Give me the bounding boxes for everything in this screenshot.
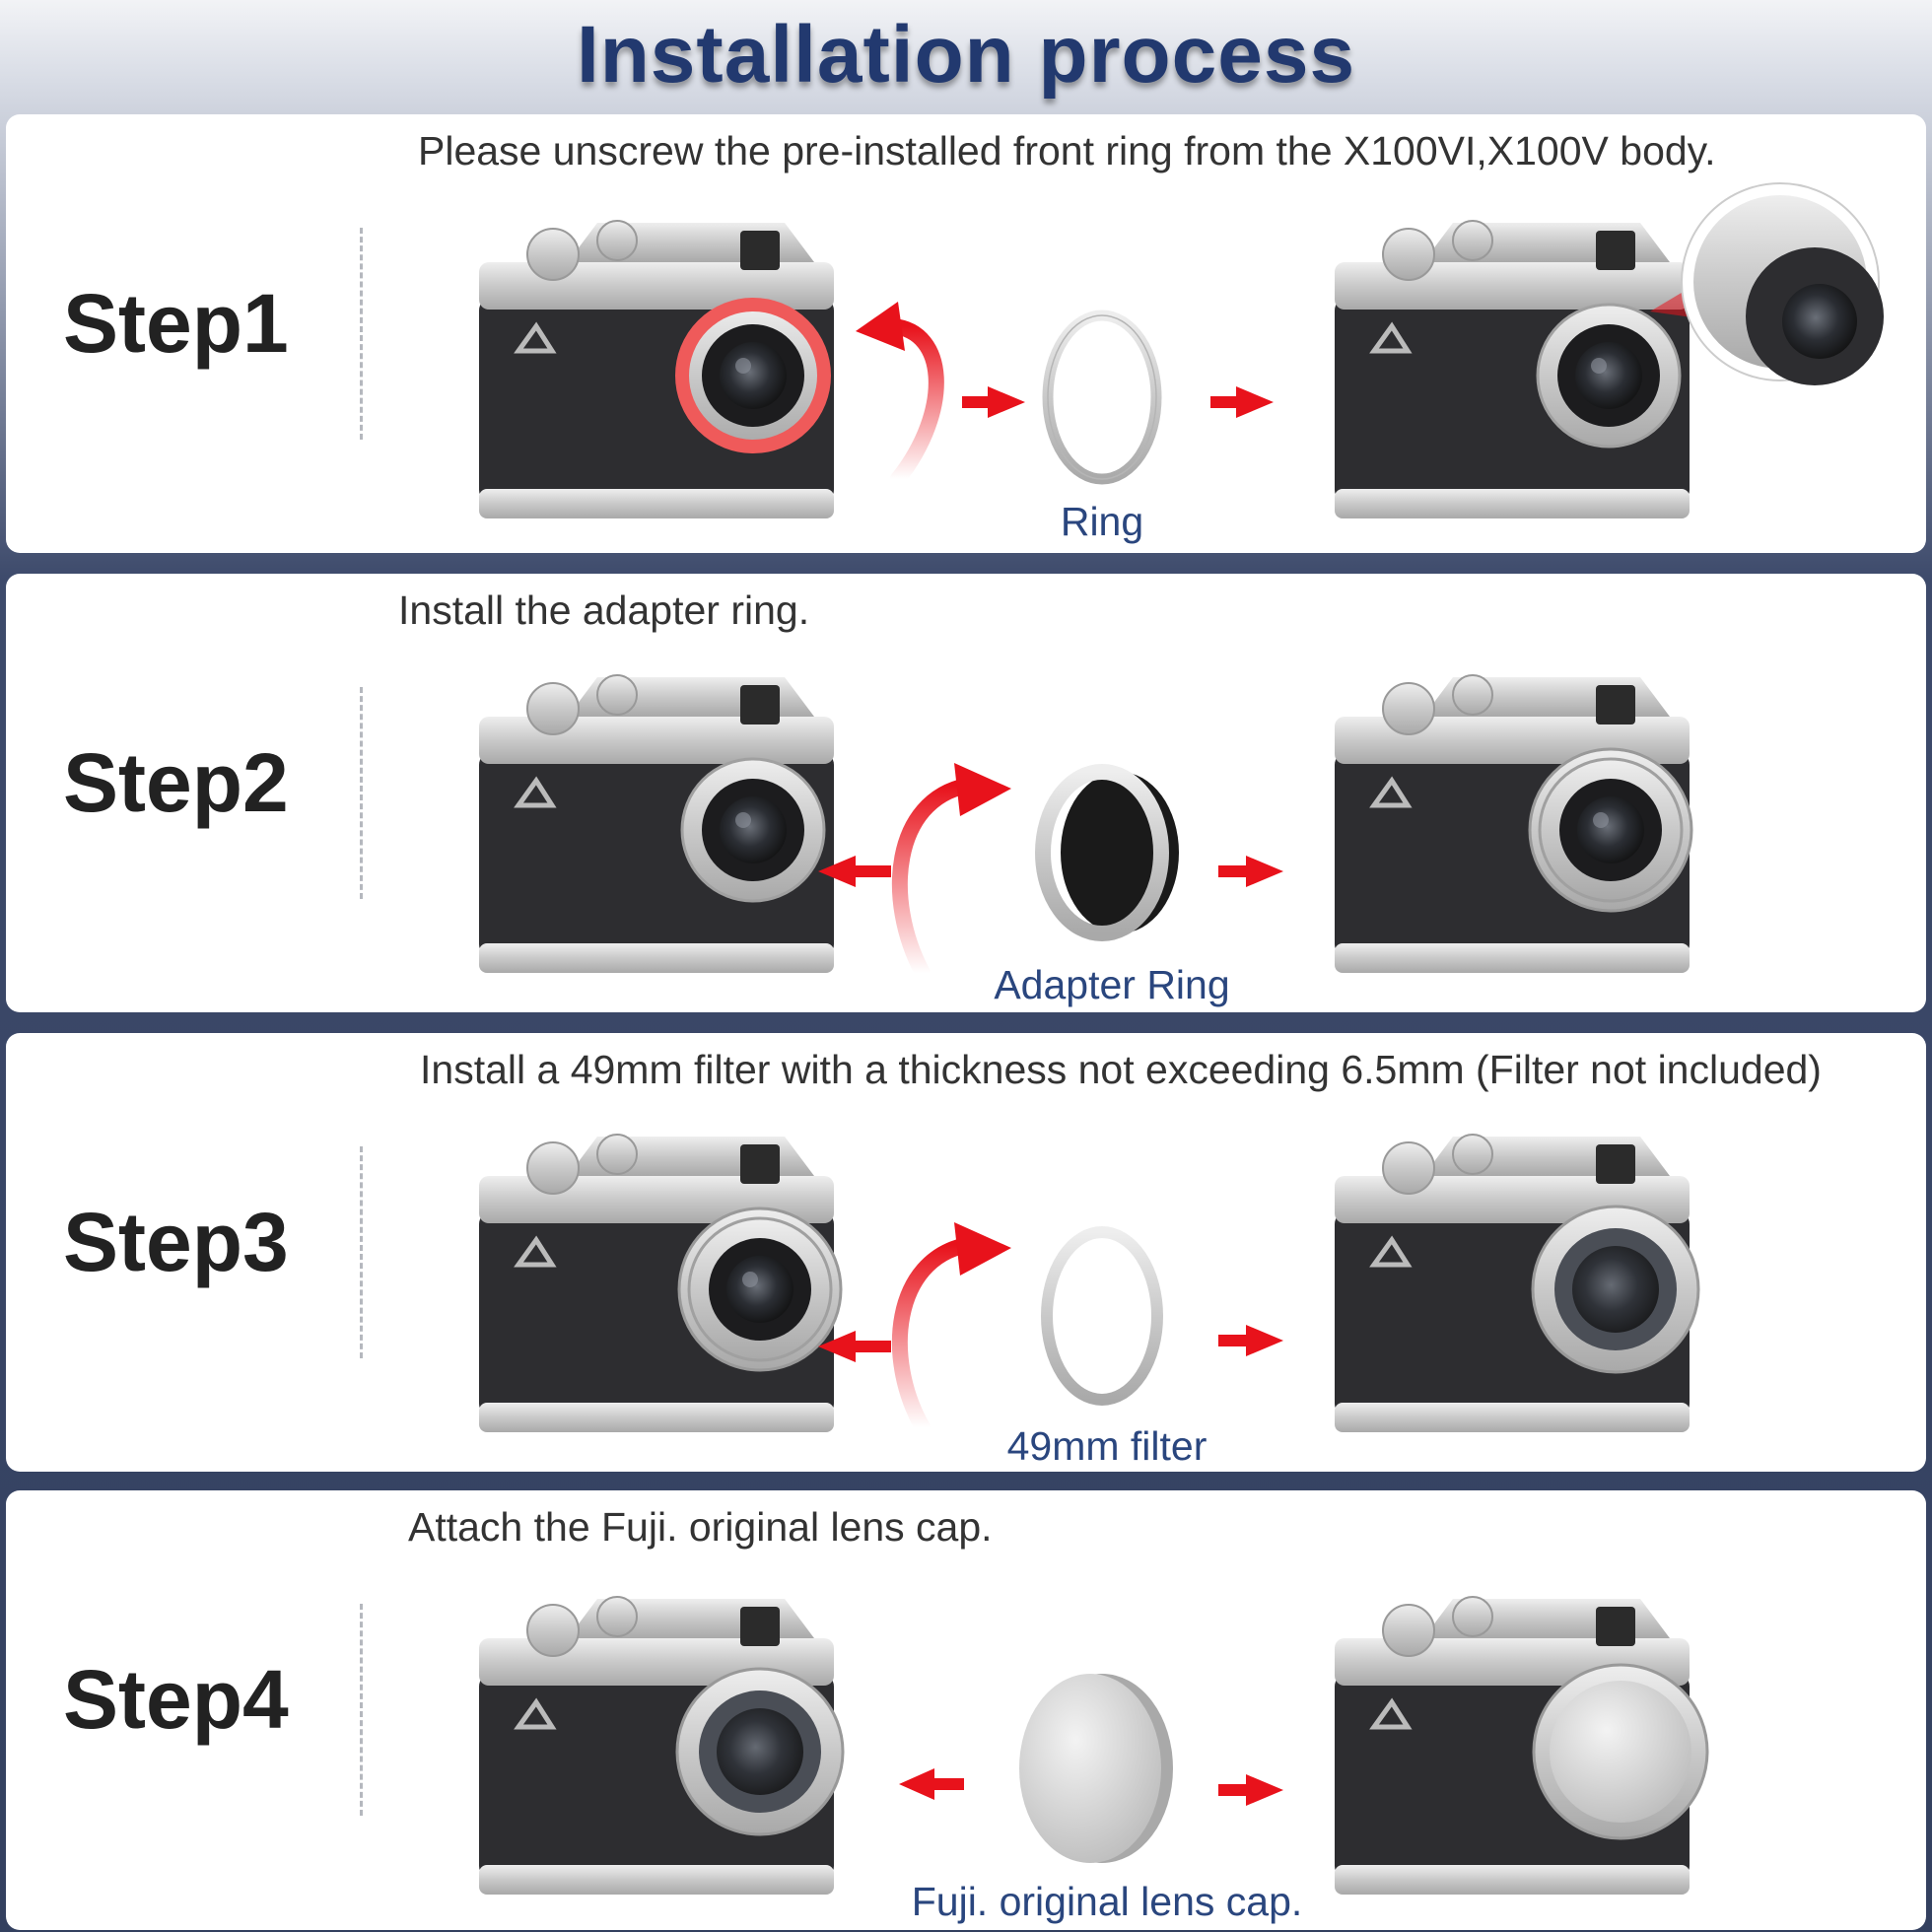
step-3-instruction: Install a 49mm filter with a thickness n… <box>420 1047 1822 1092</box>
ring-icon <box>1035 764 1179 941</box>
step-2-divider <box>360 687 363 899</box>
curved-arrow-icon <box>856 302 944 487</box>
step-3-label: Step3 <box>63 1196 289 1288</box>
lens-cap-icon <box>1019 1674 1173 1863</box>
ring-icon <box>1041 1226 1163 1406</box>
step-3-divider <box>360 1146 363 1358</box>
arrow-right-icon <box>1218 1774 1283 1806</box>
camera-icon <box>479 1597 845 1895</box>
camera-icon <box>479 221 834 518</box>
arrow-right-icon <box>1218 856 1283 887</box>
arrow-right-icon <box>962 386 1025 418</box>
step-4-instruction: Attach the Fuji. original lens cap. <box>408 1504 993 1550</box>
arrow-right-icon <box>1210 386 1274 418</box>
step-2-instruction: Install the adapter ring. <box>398 587 810 633</box>
camera-icon <box>479 675 834 973</box>
zoom-inset <box>1681 182 1884 385</box>
step-3-panel: Step3 Install a 49mm filter with a thick… <box>6 1033 1926 1472</box>
step-1-instruction: Please unscrew the pre-installed front r… <box>418 128 1716 173</box>
step-4-label: Step4 <box>63 1653 289 1746</box>
adapter-ring-label: Adapter Ring <box>994 962 1230 1007</box>
step-1-panel: Step1 Please unscrew the pre-installed f… <box>6 114 1926 553</box>
lens-cap-label: Fuji. original lens cap. <box>911 1879 1303 1924</box>
step-4-panel: Step4 Attach the Fuji. original lens cap… <box>6 1490 1926 1930</box>
arrow-left-icon <box>899 1768 964 1800</box>
curved-arrow-icon <box>891 1222 1011 1435</box>
arrow-left-icon <box>818 1331 891 1362</box>
camera-icon <box>1335 1135 1700 1432</box>
step-1-label: Step1 <box>63 277 289 370</box>
camera-icon <box>1335 1597 1709 1895</box>
step-1-divider <box>360 228 363 440</box>
camera-icon <box>1335 221 1690 518</box>
filter-label: 49mm filter <box>1006 1423 1208 1469</box>
camera-icon <box>1335 675 1693 973</box>
step-2-panel: Step2 Install the adapter ring. Adapter … <box>6 574 1926 1012</box>
step-4-divider <box>360 1604 363 1816</box>
page-title: Installation process <box>576 10 1356 100</box>
arrow-right-icon <box>1218 1325 1283 1356</box>
camera-icon <box>479 1135 843 1432</box>
ring-icon <box>1042 310 1162 485</box>
arrow-left-icon <box>818 856 891 887</box>
curved-arrow-icon <box>891 763 1011 981</box>
step-2-label: Step2 <box>63 736 289 829</box>
ring-label: Ring <box>1060 499 1144 544</box>
